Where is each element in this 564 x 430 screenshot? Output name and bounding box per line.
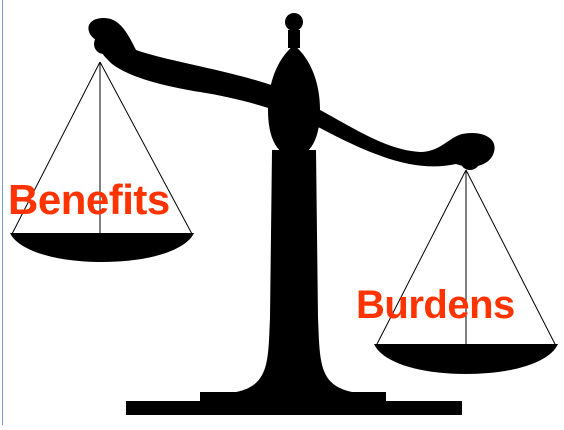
frame-divider — [2, 0, 3, 425]
burdens-label: Burdens — [356, 283, 515, 327]
scale-base — [126, 150, 462, 415]
left-pan — [10, 61, 194, 262]
right-pan — [374, 169, 558, 374]
benefits-label: Benefits — [8, 176, 170, 223]
scale-beam — [88, 18, 495, 170]
scale-pillar — [268, 13, 320, 158]
